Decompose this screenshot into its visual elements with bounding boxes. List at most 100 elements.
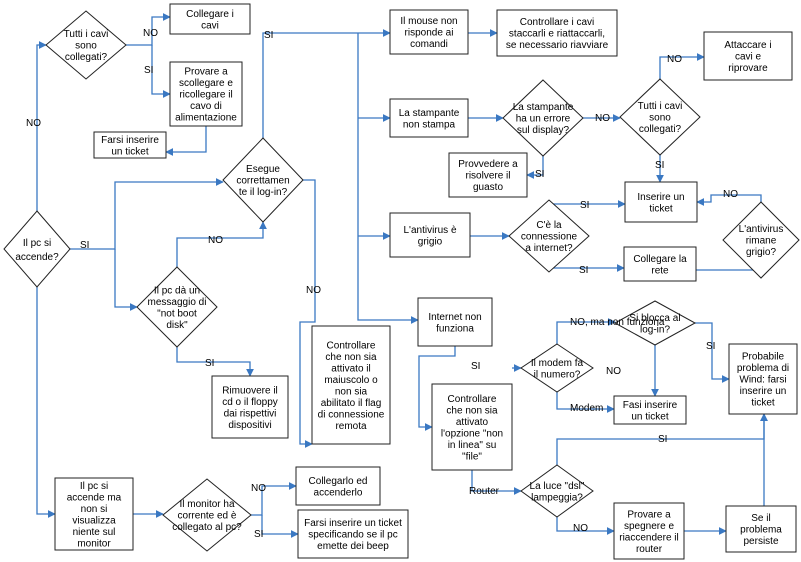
edge-label: SI — [205, 358, 214, 369]
connector-arrow — [526, 156, 544, 179]
edge-label: NO — [26, 118, 41, 129]
connector-arrow — [251, 482, 297, 516]
connector-arrow — [165, 126, 207, 156]
connector-arrow — [696, 269, 765, 279]
connector-arrow — [36, 41, 47, 211]
connector-arrow — [176, 221, 267, 267]
connector-arrow — [695, 322, 730, 383]
connector-arrow — [659, 53, 705, 79]
connector-arrow — [114, 249, 138, 311]
edge-label: SI — [254, 529, 263, 540]
connector-arrow — [556, 517, 615, 535]
edge-label: Modem — [570, 403, 603, 414]
connector-arrow — [556, 392, 615, 413]
connector-arrow — [299, 179, 316, 448]
connector-arrow — [696, 194, 762, 206]
edge-label: NO — [306, 285, 321, 296]
edge-label: NO — [606, 366, 621, 377]
edge-label: NO — [143, 28, 158, 39]
edge-label: SI — [579, 265, 588, 276]
edge-label: NO — [208, 235, 223, 246]
decision-dsl: La luce "dsl"lampeggia? — [520, 464, 594, 518]
connector-arrow — [126, 13, 171, 46]
connector-arrow — [36, 287, 56, 518]
connector-arrow — [70, 178, 224, 250]
edge-label: SI — [471, 361, 480, 372]
edge-label: NO — [251, 483, 266, 494]
svg-text:La luce "dsl"lampeggia?: La luce "dsl"lampeggia? — [530, 481, 585, 504]
connector-arrow — [151, 45, 171, 98]
edge-label: SI — [264, 30, 273, 41]
edge-label: NO — [573, 523, 588, 534]
edge-label: NO, ma non funziona — [570, 317, 665, 328]
edge-label: SI — [144, 65, 153, 76]
edge-label: NO — [667, 54, 682, 65]
edge-label: SI — [706, 341, 715, 352]
connector-arrow — [556, 318, 616, 344]
edge-label: SI — [80, 240, 89, 251]
connector-arrow — [418, 346, 456, 431]
connector-arrow — [262, 29, 391, 138]
edge-label: SI — [658, 434, 667, 445]
connector-arrow — [261, 515, 299, 538]
edge-label: Router — [469, 486, 500, 497]
edge-label: SI — [580, 200, 589, 211]
